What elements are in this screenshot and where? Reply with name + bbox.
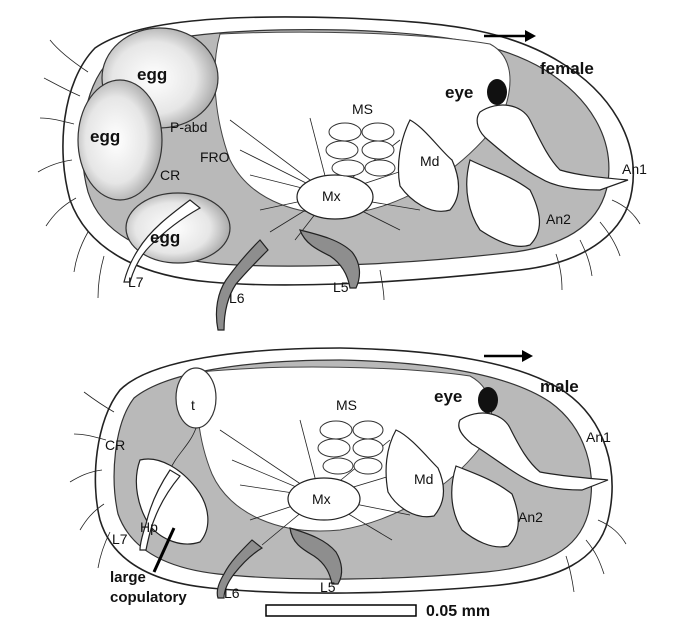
female-antenna2	[466, 159, 541, 247]
male-diagram	[69, 347, 627, 599]
male-l6-label: L6	[224, 585, 240, 601]
male-callout-line1: large	[110, 569, 146, 586]
female-leg-l5	[299, 229, 361, 289]
male-leg-l7	[139, 469, 181, 551]
female-eye-label: eye	[445, 83, 473, 102]
male-ms-label: MS	[336, 397, 357, 413]
male-antenna2	[451, 465, 519, 548]
female-leg-l7	[123, 199, 202, 283]
male-leg-l6	[216, 539, 264, 599]
female-egg-left	[77, 79, 163, 201]
female-an2-label: An2	[546, 211, 571, 227]
male-testis-label: t	[191, 397, 195, 413]
male-sex-label: male	[540, 377, 579, 396]
male-cr-label: CR	[105, 437, 125, 453]
female-l6-label: L6	[229, 290, 245, 306]
male-muscle-scar	[317, 420, 384, 475]
male-hemipenis	[135, 458, 209, 545]
scale-bar: 0.05 mm	[265, 603, 490, 620]
female-diagram	[37, 16, 641, 331]
male-l7-label: L7	[112, 531, 128, 547]
male-l5-label: L5	[320, 579, 336, 595]
male-testis	[175, 367, 217, 429]
scale-bar-label: 0.05 mm	[426, 603, 490, 620]
scale-bar-rect	[265, 604, 417, 617]
female-egg-left-label: egg	[90, 127, 120, 146]
male-md-label: Md	[414, 471, 433, 487]
male-marginal-setae	[69, 391, 627, 593]
male-maxilla	[287, 477, 361, 521]
female-ms-label: MS	[352, 101, 373, 117]
male-antenna1	[458, 412, 609, 491]
male-mandible	[385, 429, 445, 518]
female-cr-label: CR	[160, 167, 180, 183]
female-direction-arrow	[484, 30, 536, 42]
female-mx-label: Mx	[322, 188, 341, 204]
female-l7-label: L7	[128, 274, 144, 290]
female-p-abd-label: P-abd	[170, 119, 207, 135]
female-an1-label: An1	[622, 161, 647, 177]
female-maxilla	[296, 174, 374, 220]
male-leg-l5	[289, 527, 343, 585]
female-eye	[487, 79, 507, 105]
female-l5-label: L5	[333, 279, 349, 295]
female-leg-l6	[215, 239, 269, 331]
female-sex-label: female	[540, 59, 594, 78]
male-mx-label: Mx	[312, 491, 331, 507]
female-marginal-setae	[37, 39, 641, 301]
female-egg-top-label: egg	[137, 65, 167, 84]
female-md-label: Md	[420, 153, 439, 169]
male-eye	[478, 387, 498, 413]
male-eye-label: eye	[434, 387, 462, 406]
female-egg-bottom	[125, 192, 231, 264]
male-direction-arrow	[484, 350, 533, 362]
male-copulatory-callout-line	[152, 527, 176, 573]
male-an1-label: An1	[586, 429, 611, 445]
female-mandible	[397, 119, 460, 212]
female-muscle-scar	[325, 122, 396, 177]
male-callout-line2: copulatory	[110, 589, 187, 606]
male-an2-label: An2	[518, 509, 543, 525]
female-antenna1	[476, 104, 629, 191]
female-egg-bottom-label: egg	[150, 228, 180, 247]
male-hp-label: Hp	[140, 519, 158, 535]
female-fro-label: FRO	[200, 149, 230, 165]
